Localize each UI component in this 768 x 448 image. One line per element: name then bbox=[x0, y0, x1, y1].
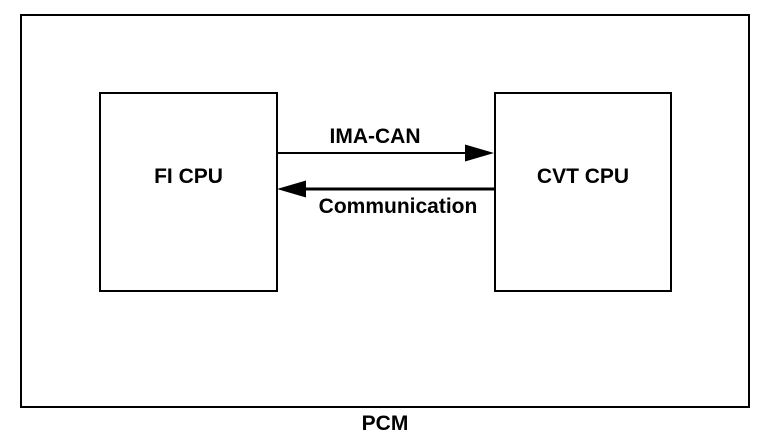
ima-can-edge-label: IMA-CAN bbox=[329, 125, 421, 148]
fi-cpu-label: FI CPU bbox=[154, 165, 223, 188]
cvt-cpu-label: CVT CPU bbox=[536, 165, 630, 188]
communication-edge-label: Communication bbox=[318, 195, 478, 218]
arrow-right-icon bbox=[277, 144, 494, 162]
arrow-left-icon bbox=[277, 180, 494, 198]
node-cvt-cpu: CVT CPU bbox=[494, 92, 672, 292]
node-fi-cpu: FI CPU bbox=[99, 92, 278, 292]
pcm-title: PCM bbox=[361, 412, 409, 435]
